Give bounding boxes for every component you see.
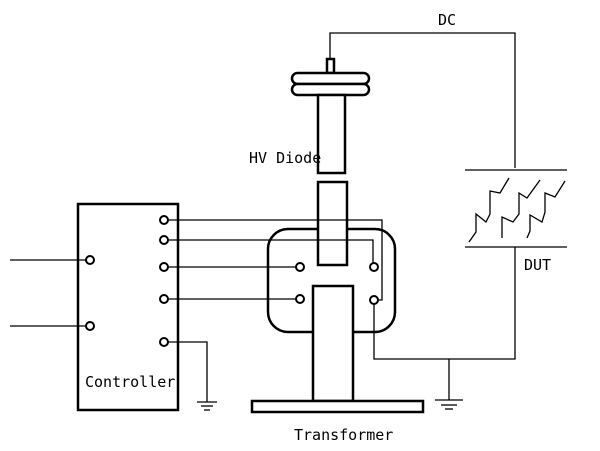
dut <box>465 169 567 248</box>
varistor-1 <box>468 177 510 243</box>
output-terminal-4 <box>159 294 169 304</box>
transformer-terminal-left-bottom <box>295 294 305 304</box>
controller-outputs <box>159 215 383 402</box>
varistor-2 <box>501 179 541 238</box>
transformer-terminal-right-bottom <box>369 295 379 305</box>
hv-diode-label: HV Diode <box>249 149 321 167</box>
diode-top-terminal <box>325 57 336 75</box>
controller <box>76 202 180 412</box>
return-wire <box>373 247 516 400</box>
transformer <box>250 180 425 414</box>
controller-box <box>76 202 180 412</box>
output-terminal-3 <box>159 262 169 272</box>
varistor-3 <box>526 180 566 239</box>
transformer-base <box>250 399 425 414</box>
transformer-core <box>311 284 355 403</box>
output-terminal-1 <box>159 215 169 225</box>
diode-body-lower <box>316 180 349 267</box>
transformer-label: Transformer <box>294 426 393 444</box>
dc-wire <box>329 32 516 168</box>
output-terminal-2 <box>159 235 169 245</box>
output-terminal-5 <box>159 337 169 347</box>
controller-inputs <box>10 255 95 331</box>
diode-body-upper <box>316 93 347 175</box>
input-terminal-1 <box>85 255 95 265</box>
transformer-terminals <box>295 262 379 305</box>
hv-diode <box>290 57 371 175</box>
controller-label: Controller <box>85 373 175 391</box>
diode-disc-lower <box>290 82 371 97</box>
transformer-terminal-left-top <box>295 262 305 272</box>
transformer-terminal-right-top <box>369 262 379 272</box>
ground-icon <box>197 401 217 411</box>
diode-disc-upper <box>290 71 371 86</box>
ground-icon <box>435 399 463 410</box>
dut-label: DUT <box>524 256 551 274</box>
dc-label: DC <box>438 11 456 29</box>
input-terminal-2 <box>85 321 95 331</box>
